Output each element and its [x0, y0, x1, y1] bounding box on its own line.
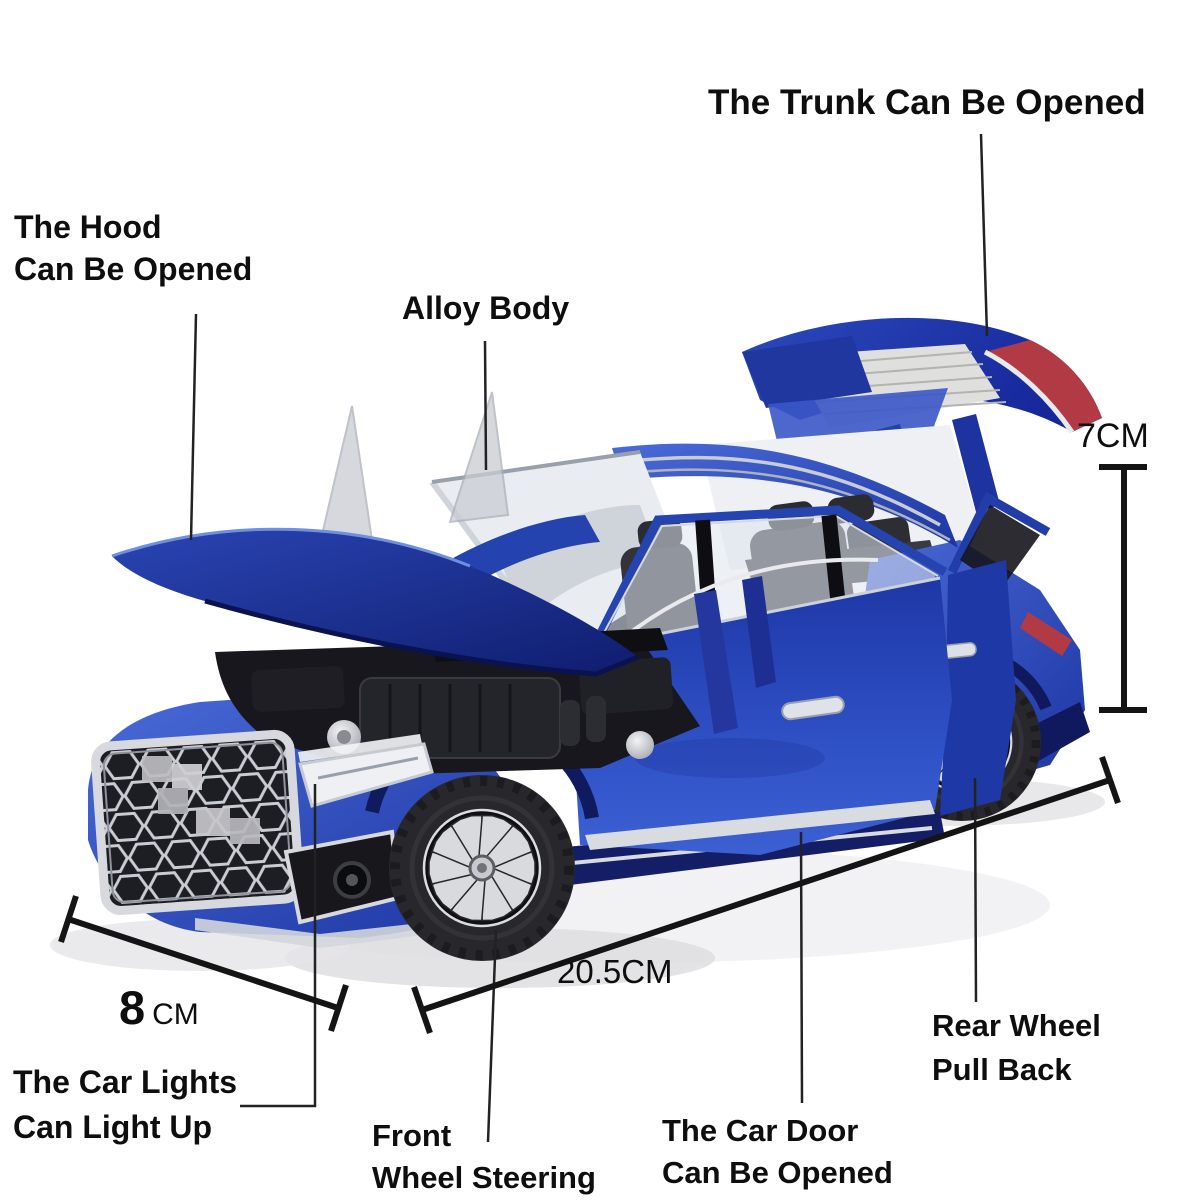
rear-door-open [921, 491, 1051, 816]
pointer-line-rear-wheel [973, 777, 978, 1003]
pointer-lines [189, 133, 989, 1143]
annotation-front-wheel: Front Wheel Steering [372, 1118, 596, 1195]
width-value: 8 [119, 981, 146, 1034]
hood-hinge-strut [742, 576, 776, 688]
width-measure-line [58, 895, 349, 1032]
pointer-line-car-lights [240, 784, 317, 1108]
pointer-line-trunk [979, 133, 989, 337]
door-chrome-sill [585, 800, 935, 850]
annotation-trunk: The Trunk Can Be Opened [708, 83, 1146, 122]
front-wheel [389, 775, 575, 961]
width-measurement-label: 8 CM [119, 980, 199, 1035]
roof [612, 443, 958, 548]
hood-hinge-strut [694, 590, 738, 734]
annotation-rear-wheel: Rear Wheel Pull Back [932, 1008, 1101, 1087]
rear-door-panel [940, 560, 1016, 816]
censor-mosaic [142, 756, 260, 844]
hood-open [111, 527, 776, 734]
pointer-line-alloy-body [483, 340, 488, 471]
trunk-strut [952, 414, 1000, 512]
annotation-hood: The Hood Can Be Opened [14, 209, 253, 287]
annotation-car-lights: The Car Lights Can Light Up [13, 1064, 238, 1145]
pointer-line-front-wheel [486, 929, 498, 1143]
height-measurement-label: 7CM [1077, 417, 1149, 455]
rear-tail-light [1020, 612, 1072, 656]
trunk-tail-light [985, 340, 1102, 432]
length-measurement-label: 20.5CM [557, 953, 673, 990]
front-door-handle [781, 695, 845, 721]
annotation-car-door: The Car Door Can Be Opened [662, 1113, 893, 1190]
pointer-line-car-door [799, 831, 804, 1104]
headlight [298, 742, 434, 808]
pointer-line-hood [189, 313, 198, 541]
door-window-glass-fins [316, 391, 510, 554]
trunk-spoiler [742, 336, 872, 408]
height-measure-line [1099, 464, 1147, 713]
bumper-chrome-lip [195, 918, 432, 948]
width-unit: CM [152, 998, 199, 1031]
drl-strip [298, 734, 422, 762]
measurement-lines [58, 464, 1147, 1034]
annotation-alloy-body: Alloy Body [402, 290, 570, 326]
front-wheel-spokes [428, 814, 536, 922]
roof-rail [615, 468, 951, 542]
length-measure-line [411, 756, 1121, 1034]
roof-rail [619, 455, 941, 527]
front-door-window-frame [590, 505, 948, 648]
